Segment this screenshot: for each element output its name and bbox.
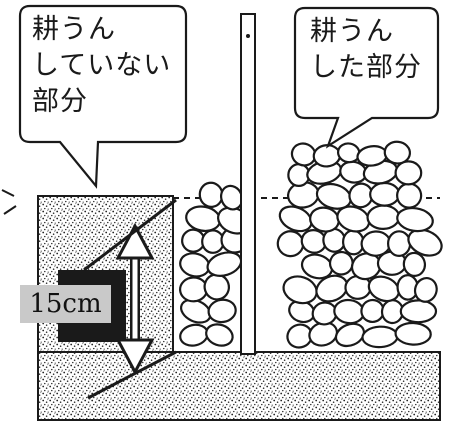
depth-reference-line [87, 350, 177, 400]
untilled-callout-bubble [18, 4, 188, 189]
tilled-callout-bubble [293, 6, 440, 149]
soil-clod [360, 230, 392, 257]
soil-clod [387, 230, 412, 257]
soil-clod [399, 299, 438, 324]
soil-clod [394, 160, 423, 186]
depth-label: 15cm [20, 285, 111, 323]
soil-clod [334, 322, 366, 348]
untilled-callout-text: 耕うん していない 部分 [32, 12, 171, 120]
soil-clod [276, 230, 305, 258]
soil-clod [413, 277, 438, 303]
base-soil-layer [37, 351, 441, 421]
soil-clod [278, 205, 313, 233]
soil-clod [369, 181, 401, 207]
tilled-soil-clods [178, 140, 443, 349]
soil-clod [367, 275, 400, 303]
surface-reference-line [83, 198, 177, 272]
soil-clod [396, 206, 434, 233]
tilled-callout-line-1: 耕うん [310, 16, 394, 47]
tilled-callout-text: 耕うん した部分 [310, 14, 422, 86]
untilled-callout-line-1: 耕うん [32, 14, 116, 45]
soil-clod [396, 182, 423, 209]
measuring-stake [240, 13, 256, 355]
soil-clod [336, 142, 361, 164]
untilled-callout-line-2: していない [32, 50, 172, 81]
stake-nail [246, 34, 250, 38]
untilled-callout-line-3: 部分 [32, 86, 88, 117]
soil-clod [402, 251, 427, 277]
soil-clod [383, 140, 412, 165]
soil-clod [328, 250, 354, 276]
pointer-mark [1, 189, 17, 215]
soil-clod [179, 323, 209, 347]
depth-arrow [115, 222, 155, 376]
soil-clod [407, 228, 443, 257]
soil-clod [205, 323, 234, 347]
tilled-callout-line-2: した部分 [310, 52, 422, 83]
soil-clod [178, 276, 209, 303]
soil-clod [207, 298, 237, 324]
soil-clod [361, 325, 399, 349]
soil-clod [366, 204, 401, 231]
soil-clod [394, 321, 432, 346]
soil-clod [179, 252, 211, 278]
